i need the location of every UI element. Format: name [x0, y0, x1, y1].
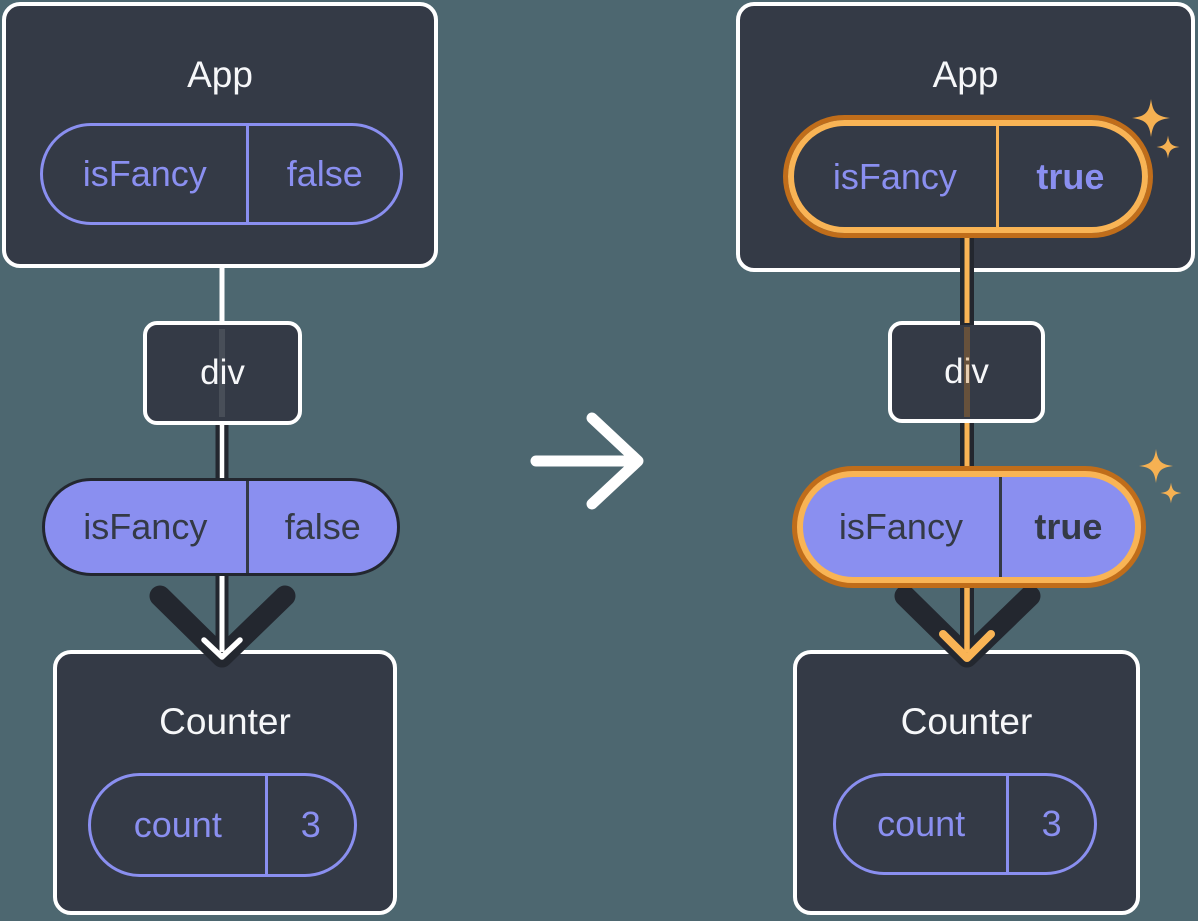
app-state-pill: isFancy false — [40, 123, 403, 225]
transition-arrow-head-icon — [586, 412, 644, 510]
state-key: isFancy — [832, 155, 957, 197]
sparkle-icon — [1160, 482, 1182, 504]
counter-state-pill: count 3 — [833, 773, 1097, 875]
div-node: div — [888, 321, 1045, 423]
div-label: div — [944, 352, 989, 391]
counter-title: Counter — [900, 701, 1033, 742]
state-key: isFancy — [82, 153, 207, 194]
prop-pill-highlighted: isFancy true — [797, 471, 1141, 583]
state-key: count — [133, 804, 222, 845]
counter-state-pill: count 3 — [88, 773, 357, 877]
flow-arrow-icon — [894, 585, 1041, 668]
div-node: div — [143, 321, 302, 425]
prop-value: true — [998, 477, 1135, 577]
div-label: div — [200, 353, 245, 392]
prop-value: false — [245, 481, 397, 573]
state-value: true — [995, 126, 1142, 227]
app-state-pill-highlighted: isFancy true — [788, 120, 1148, 233]
flow-arrow-icon — [149, 585, 296, 668]
sparkle-icon — [1139, 449, 1173, 483]
state-value: false — [246, 126, 400, 222]
state-value: 3 — [1006, 776, 1094, 872]
prop-pill: isFancy false — [42, 478, 400, 576]
state-key: count — [877, 803, 966, 844]
counter-title: Counter — [159, 701, 291, 742]
app-title: App — [187, 54, 253, 95]
state-value: 3 — [264, 776, 354, 874]
prop-key: isFancy — [83, 506, 208, 547]
prop-key: isFancy — [838, 506, 963, 547]
app-title: App — [932, 54, 999, 95]
